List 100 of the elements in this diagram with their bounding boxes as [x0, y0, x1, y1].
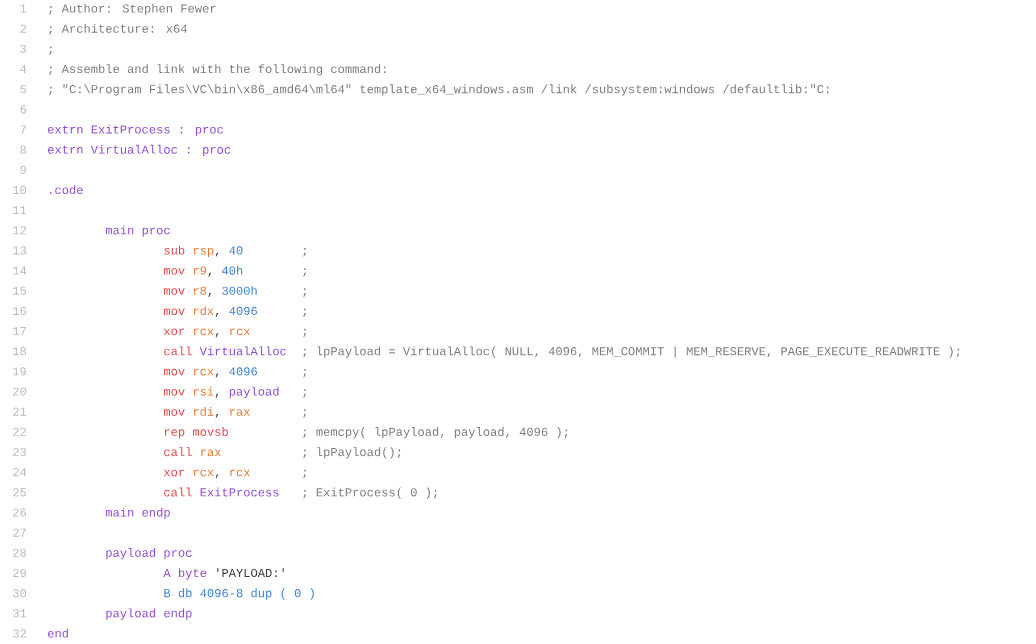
- line-number: 4: [20, 65, 27, 73]
- code-text: 'PAYLOAD:': [217, 568, 284, 578]
- code-text: payload: [229, 386, 279, 399]
- code-text: 4096: [229, 367, 257, 376]
- code-text: A byte: [163, 568, 207, 580]
- line-number: 23: [13, 447, 27, 457]
- line-number: 10: [13, 185, 27, 195]
- line-number: 14: [13, 266, 27, 275]
- line-number: 5: [20, 85, 27, 94]
- code-text: mov: [163, 409, 185, 416]
- code-text: call: [164, 447, 192, 457]
- line-number: 19: [13, 367, 26, 376]
- line-number: 27: [13, 528, 26, 537]
- line-number: 15: [13, 286, 27, 295]
- code-text: rdx: [193, 306, 214, 316]
- code-text: 40h: [222, 265, 243, 275]
- code-text: ,: [208, 272, 211, 277]
- line-number: 28: [13, 548, 26, 557]
- code-text: ,: [215, 474, 219, 479]
- line-number: 1: [20, 4, 27, 13]
- code-text: mov: [163, 389, 185, 396]
- code-text: r9: [193, 266, 207, 275]
- code-text: ,: [215, 313, 219, 318]
- line-number: 7: [20, 125, 26, 134]
- code-text: 4096: [229, 306, 257, 315]
- code-comment: ;: [49, 46, 52, 55]
- line-number: 26: [13, 508, 26, 517]
- code-comment: ; lpPayload = VirtualAlloc( NULL, 4096, MEM_COMMIT | MEM_RESERVE, PAGE_EXECUTE_READWRITE );: [303, 346, 960, 358]
- line-number: 30: [13, 589, 27, 598]
- code-text: mov: [163, 268, 185, 275]
- code-text: ,: [215, 413, 219, 418]
- code-text: rcx: [230, 328, 250, 336]
- code-text: rcx: [193, 469, 214, 477]
- code-text: rcx: [230, 469, 250, 477]
- line-number: 24: [13, 468, 27, 477]
- code-text: main proc: [105, 225, 170, 237]
- line-number: 21: [13, 407, 27, 416]
- code-text: ,: [208, 292, 211, 297]
- line-number: 25: [13, 488, 27, 497]
- code-comment: ;: [303, 328, 306, 338]
- code-text: mov: [163, 308, 185, 315]
- code-text: payload proc: [106, 548, 192, 560]
- code-comment: ;: [303, 268, 306, 277]
- code-text: ,: [215, 373, 219, 378]
- code-text: xor: [163, 328, 185, 336]
- code-comment: ; ExitProcess( 0 );: [303, 487, 437, 499]
- code-text: call: [164, 346, 192, 356]
- code-text: end: [48, 628, 68, 638]
- line-number: 22: [13, 427, 26, 436]
- code-text: rsp: [193, 247, 214, 257]
- code-text: xor: [163, 469, 185, 477]
- code-comment: ;: [303, 288, 306, 297]
- line-number: 18: [13, 347, 26, 356]
- code-comment: ; memcpy( lpPayload, payload, 4096 );: [303, 427, 568, 439]
- line-number: 8: [20, 145, 26, 154]
- line-number: 32: [13, 629, 26, 638]
- code-comment: ; Architecture: x64: [49, 23, 187, 35]
- code-text: extrn VirtualAlloc : proc: [48, 144, 231, 157]
- code-text: 3000h: [222, 285, 257, 295]
- code-text: mov: [163, 368, 185, 376]
- code-comment: ;: [303, 308, 306, 318]
- code-text: rax: [230, 409, 250, 416]
- code-comment: ;: [303, 368, 306, 378]
- code-text: extrn ExitProcess : proc: [48, 124, 223, 136]
- code-text: payload endp: [106, 608, 192, 620]
- code-text: call: [164, 487, 192, 497]
- code-comment: ; Assemble and link with the following command:: [49, 64, 386, 76]
- line-number: 20: [13, 387, 27, 396]
- line-number: 31: [13, 609, 27, 618]
- code-comment: ;: [303, 409, 306, 418]
- code-text: rcx: [193, 368, 214, 376]
- line-number: 13: [13, 246, 27, 255]
- code-text: ExitProcess: [200, 487, 279, 497]
- code-text: rep movsb: [164, 427, 228, 439]
- code-text: B db 4096-8 dup ( 0 ): [164, 588, 314, 600]
- code-text: rsi: [193, 386, 214, 396]
- code-comment: ;: [303, 248, 306, 257]
- code-text: .code: [50, 185, 83, 195]
- code-comment: ;: [303, 469, 306, 479]
- code-text: sub: [164, 245, 185, 255]
- code-comment: ;: [303, 389, 306, 398]
- code-text: rdi: [193, 406, 214, 416]
- code-text: VirtualAlloc: [199, 346, 286, 356]
- line-number: 29: [13, 568, 26, 578]
- code-text: mov: [163, 288, 185, 295]
- line-number: 3: [20, 44, 27, 53]
- line-number: 17: [13, 327, 26, 336]
- line-number: 16: [13, 306, 26, 315]
- line-number: 9: [20, 165, 26, 174]
- code-text: ,: [215, 252, 219, 257]
- code-text: rcx: [193, 328, 214, 336]
- line-number: 12: [13, 226, 26, 235]
- code-comment: ; "C:\Program Files\VC\bin\x86_amd64\ml64" template_x64_windows.asm /link /subsystem:windows /defaultlib:"C:: [49, 84, 829, 96]
- code-text: rax: [201, 449, 221, 457]
- code-text: 40: [229, 246, 243, 255]
- code-text: r8: [193, 286, 207, 295]
- code-text: ,: [215, 393, 219, 398]
- line-number: 2: [20, 24, 26, 33]
- code-text: main endp: [105, 507, 170, 519]
- code-text: ,: [215, 333, 219, 338]
